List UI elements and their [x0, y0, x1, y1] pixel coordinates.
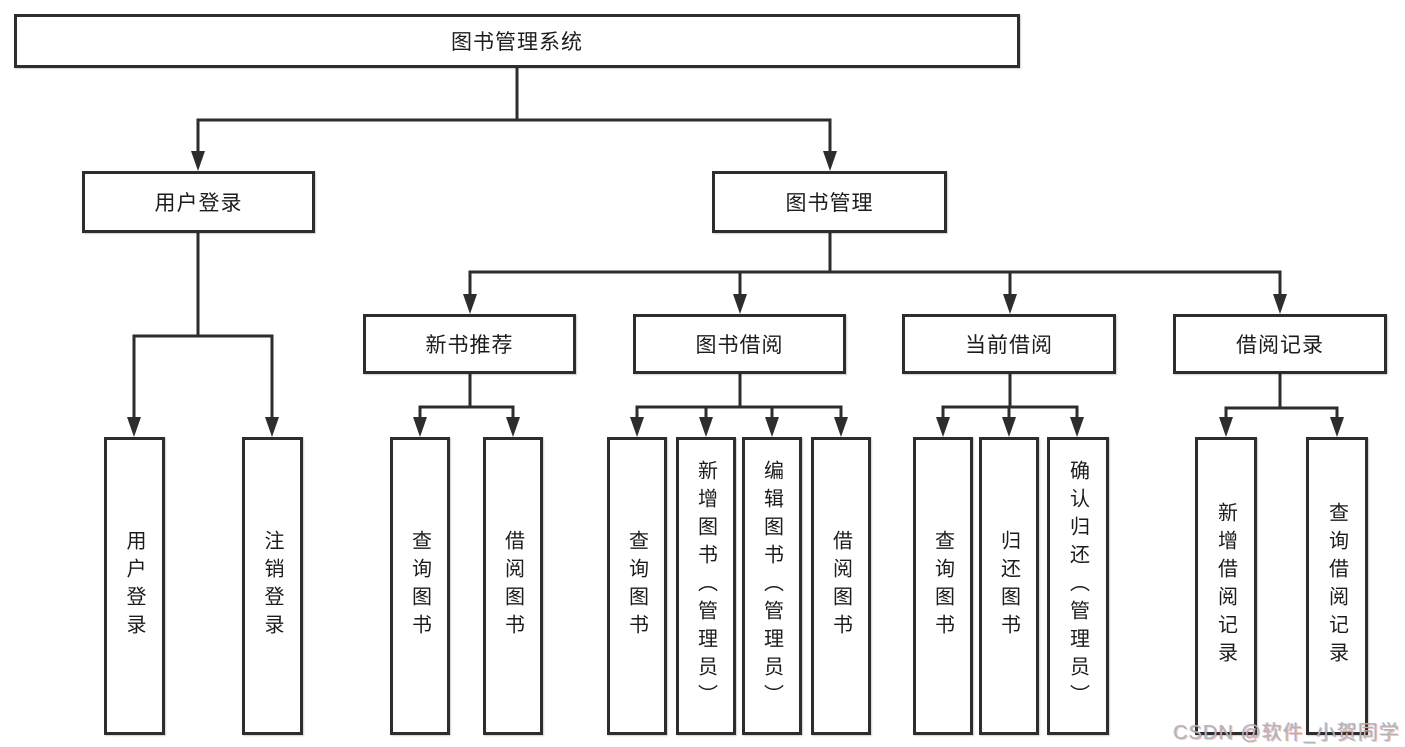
node-bb-add-book-admin: 新增图书（管理员） — [676, 437, 736, 735]
node-logout: 注销登录 — [242, 437, 303, 735]
node-br-add-record: 新增借阅记录 — [1195, 437, 1257, 735]
node-cb-query-book: 查询图书 — [913, 437, 973, 735]
node-borrow-record: 借阅记录 — [1173, 314, 1387, 374]
arrowheads — [127, 151, 1344, 437]
node-br-query-record: 查询借阅记录 — [1306, 437, 1368, 735]
node-bb-edit-book-admin: 编辑图书（管理员） — [742, 437, 802, 735]
node-user-login: 用户登录 — [82, 171, 315, 233]
node-book-borrow: 图书借阅 — [633, 314, 846, 374]
node-new-book-recommend: 新书推荐 — [363, 314, 576, 374]
node-book-management: 图书管理 — [712, 171, 947, 233]
node-root: 图书管理系统 — [14, 14, 1020, 68]
node-bb-query-book: 查询图书 — [607, 437, 667, 735]
csdn-watermark: CSDN @软件_小贺同学 — [1173, 722, 1400, 744]
node-current-borrow: 当前借阅 — [902, 314, 1116, 374]
node-bb-borrow-book: 借阅图书 — [811, 437, 871, 735]
node-nb-borrow-book: 借阅图书 — [483, 437, 543, 735]
node-login: 用户登录 — [104, 437, 165, 735]
node-cb-return-book: 归还图书 — [979, 437, 1039, 735]
node-cb-confirm-return-admin: 确认归还（管理员） — [1047, 437, 1109, 735]
node-nb-query-book: 查询图书 — [390, 437, 450, 735]
